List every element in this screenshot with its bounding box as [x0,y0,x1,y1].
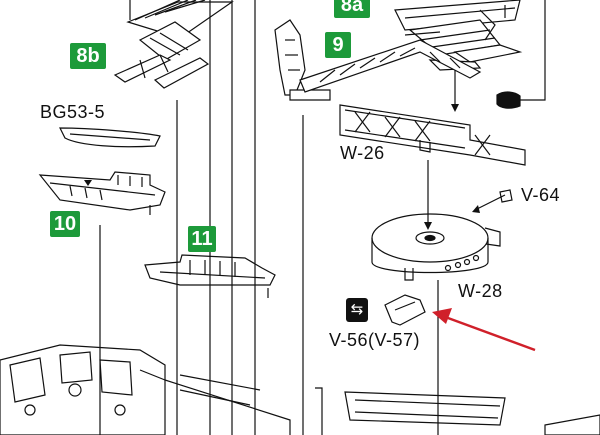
part-label-w28: W-28 [458,281,503,301]
step-badge-8b: 8b [70,43,106,69]
boat-bottom-right [315,387,600,435]
part-v64-shape [499,189,513,203]
part-label-v64: V-64 [521,185,561,205]
part-label-v56: V-56(V-57) [329,330,421,350]
boat-10 [38,171,166,215]
bracket-v56 [384,294,426,326]
part-label-w26: W-26 [340,143,385,163]
beam-w26 [339,104,526,166]
flip-part-icon: ⇆ [346,298,368,322]
boat-bg53-5 [59,127,161,148]
step-badge-10: 10 [50,211,80,237]
crane-9 [274,19,482,101]
turntable-w28 [371,213,501,281]
step-badge-8a: 8a [334,0,370,18]
highlight-arrow [432,308,536,352]
part-label-bg53-5: BG53-5 [40,102,106,122]
deck-structure-left [0,344,291,435]
step-badge-9: 9 [325,32,351,58]
seaplane-8b [113,0,234,89]
step-badge-11: 11 [188,226,216,252]
